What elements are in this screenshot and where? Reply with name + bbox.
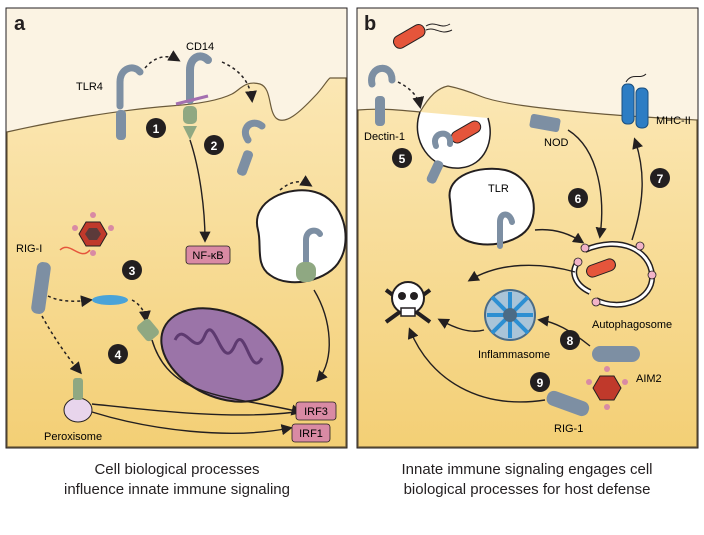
panel-letter-a: a	[14, 13, 26, 35]
step-circle: 9	[530, 372, 550, 392]
svg-text:4: 4	[115, 348, 122, 362]
irf1-box	[291, 423, 331, 443]
panel-letter-b: b	[364, 13, 376, 35]
tlr4-label: TLR4	[76, 81, 103, 93]
inflammasome-icon	[484, 289, 536, 341]
nfkb-label: NF-κB	[192, 250, 223, 262]
peroxisome-label: Peroxisome	[44, 431, 102, 443]
mhc2-label: MHC-II	[656, 115, 691, 127]
virus-icon	[586, 366, 628, 410]
svg-text:3: 3	[129, 264, 136, 278]
mavs-icon	[92, 295, 128, 305]
aim2-label: AIM2	[636, 373, 662, 385]
irf3-label: IRF3	[304, 406, 328, 418]
svg-text:9: 9	[537, 376, 544, 390]
step-circle: 8	[560, 330, 580, 350]
svg-text:6: 6	[575, 192, 582, 206]
cd14-label: CD14	[186, 41, 214, 53]
autophagosome-icon	[571, 241, 657, 308]
irf3-box	[295, 401, 337, 421]
dectin1-receptor	[368, 65, 396, 126]
cell-membrane-b	[357, 85, 698, 448]
bacterium-icon	[392, 23, 453, 49]
step-circle: 4	[108, 344, 128, 364]
endosome-a	[255, 189, 347, 284]
caption-a-line-2: influence innate immune signaling	[64, 481, 290, 498]
rig1-label: RIG-1	[554, 423, 583, 435]
mhc2-molecule	[621, 73, 649, 129]
step-circle: 3	[122, 260, 142, 280]
cd14-receptor	[175, 52, 212, 140]
svg-text:7: 7	[657, 172, 664, 186]
nod-label: NOD	[544, 137, 569, 149]
svg-text:5: 5	[399, 152, 406, 166]
caption-a: Cell biological processes influence inna…	[12, 460, 342, 500]
step-circle: 1	[146, 118, 166, 138]
rigi-protein	[31, 262, 51, 314]
step-circle: 7	[650, 168, 670, 188]
step-circle: 6	[568, 188, 588, 208]
skull-icon	[384, 281, 432, 324]
rigi-label: RIG-I	[16, 243, 42, 255]
phagocytosis-icon	[416, 111, 491, 184]
nod-protein	[529, 113, 561, 133]
autophagosome-label: Autophagosome	[592, 319, 672, 331]
caption-b: Innate immune signaling engages cell bio…	[362, 460, 692, 500]
mitochondrion-icon	[137, 307, 284, 403]
rig1-protein	[546, 390, 590, 417]
endosome-b	[448, 167, 535, 249]
svg-text:2: 2	[211, 139, 218, 153]
inflammasome-label: Inflammasome	[478, 349, 550, 361]
svg-text:1: 1	[153, 122, 160, 136]
step-circle: 5	[392, 148, 412, 168]
tlr4-receptor	[116, 64, 144, 140]
virus-icon	[59, 212, 114, 256]
step-circle: 2	[204, 135, 224, 155]
internalizing-receptor	[236, 119, 266, 176]
svg-text:8: 8	[567, 334, 574, 348]
panel-a: a TLR4 CD14	[5, 7, 348, 449]
caption-b-line-2: biological processes for host defense	[403, 481, 651, 498]
caption-b-line-1: Innate immune signaling engages cell	[401, 461, 653, 478]
aim2-protein	[592, 346, 640, 362]
caption-a-line-1: Cell biological processes	[94, 461, 260, 478]
panel-b: b Dectin-1 NOD MHC-	[356, 7, 699, 449]
peroxisome-icon	[63, 378, 93, 423]
irf1-label: IRF1	[299, 428, 323, 440]
nfkb-box	[185, 245, 231, 265]
dectin1-label: Dectin-1	[364, 131, 405, 143]
tlr-label: TLR	[488, 183, 509, 195]
